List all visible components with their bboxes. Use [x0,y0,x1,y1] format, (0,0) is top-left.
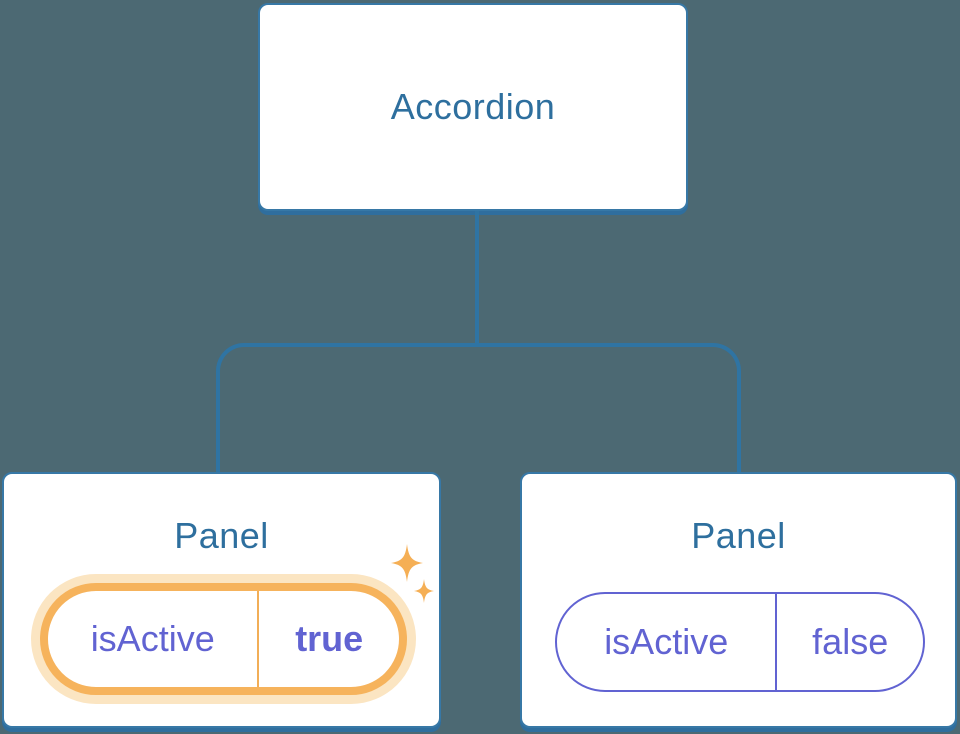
accordion-node: Accordion [258,3,688,211]
state-pill-active: isActive true [40,583,407,695]
sparkles-icon [391,544,434,603]
connector-branches [216,343,741,472]
panel-node-label: Panel [174,515,269,556]
state-value: false [812,621,889,662]
connector-stem [475,211,479,343]
state-key: isActive [48,591,260,687]
panel-node-inactive: Panel isActive false [520,472,957,728]
state-key: isActive [557,594,778,690]
panel-node-active: Panel isActive true [2,472,441,728]
state-value: true [295,618,364,659]
accordion-node-label: Accordion [390,86,556,127]
state-pill-inactive: isActive false [555,592,925,692]
panel-node-label: Panel [691,515,786,556]
